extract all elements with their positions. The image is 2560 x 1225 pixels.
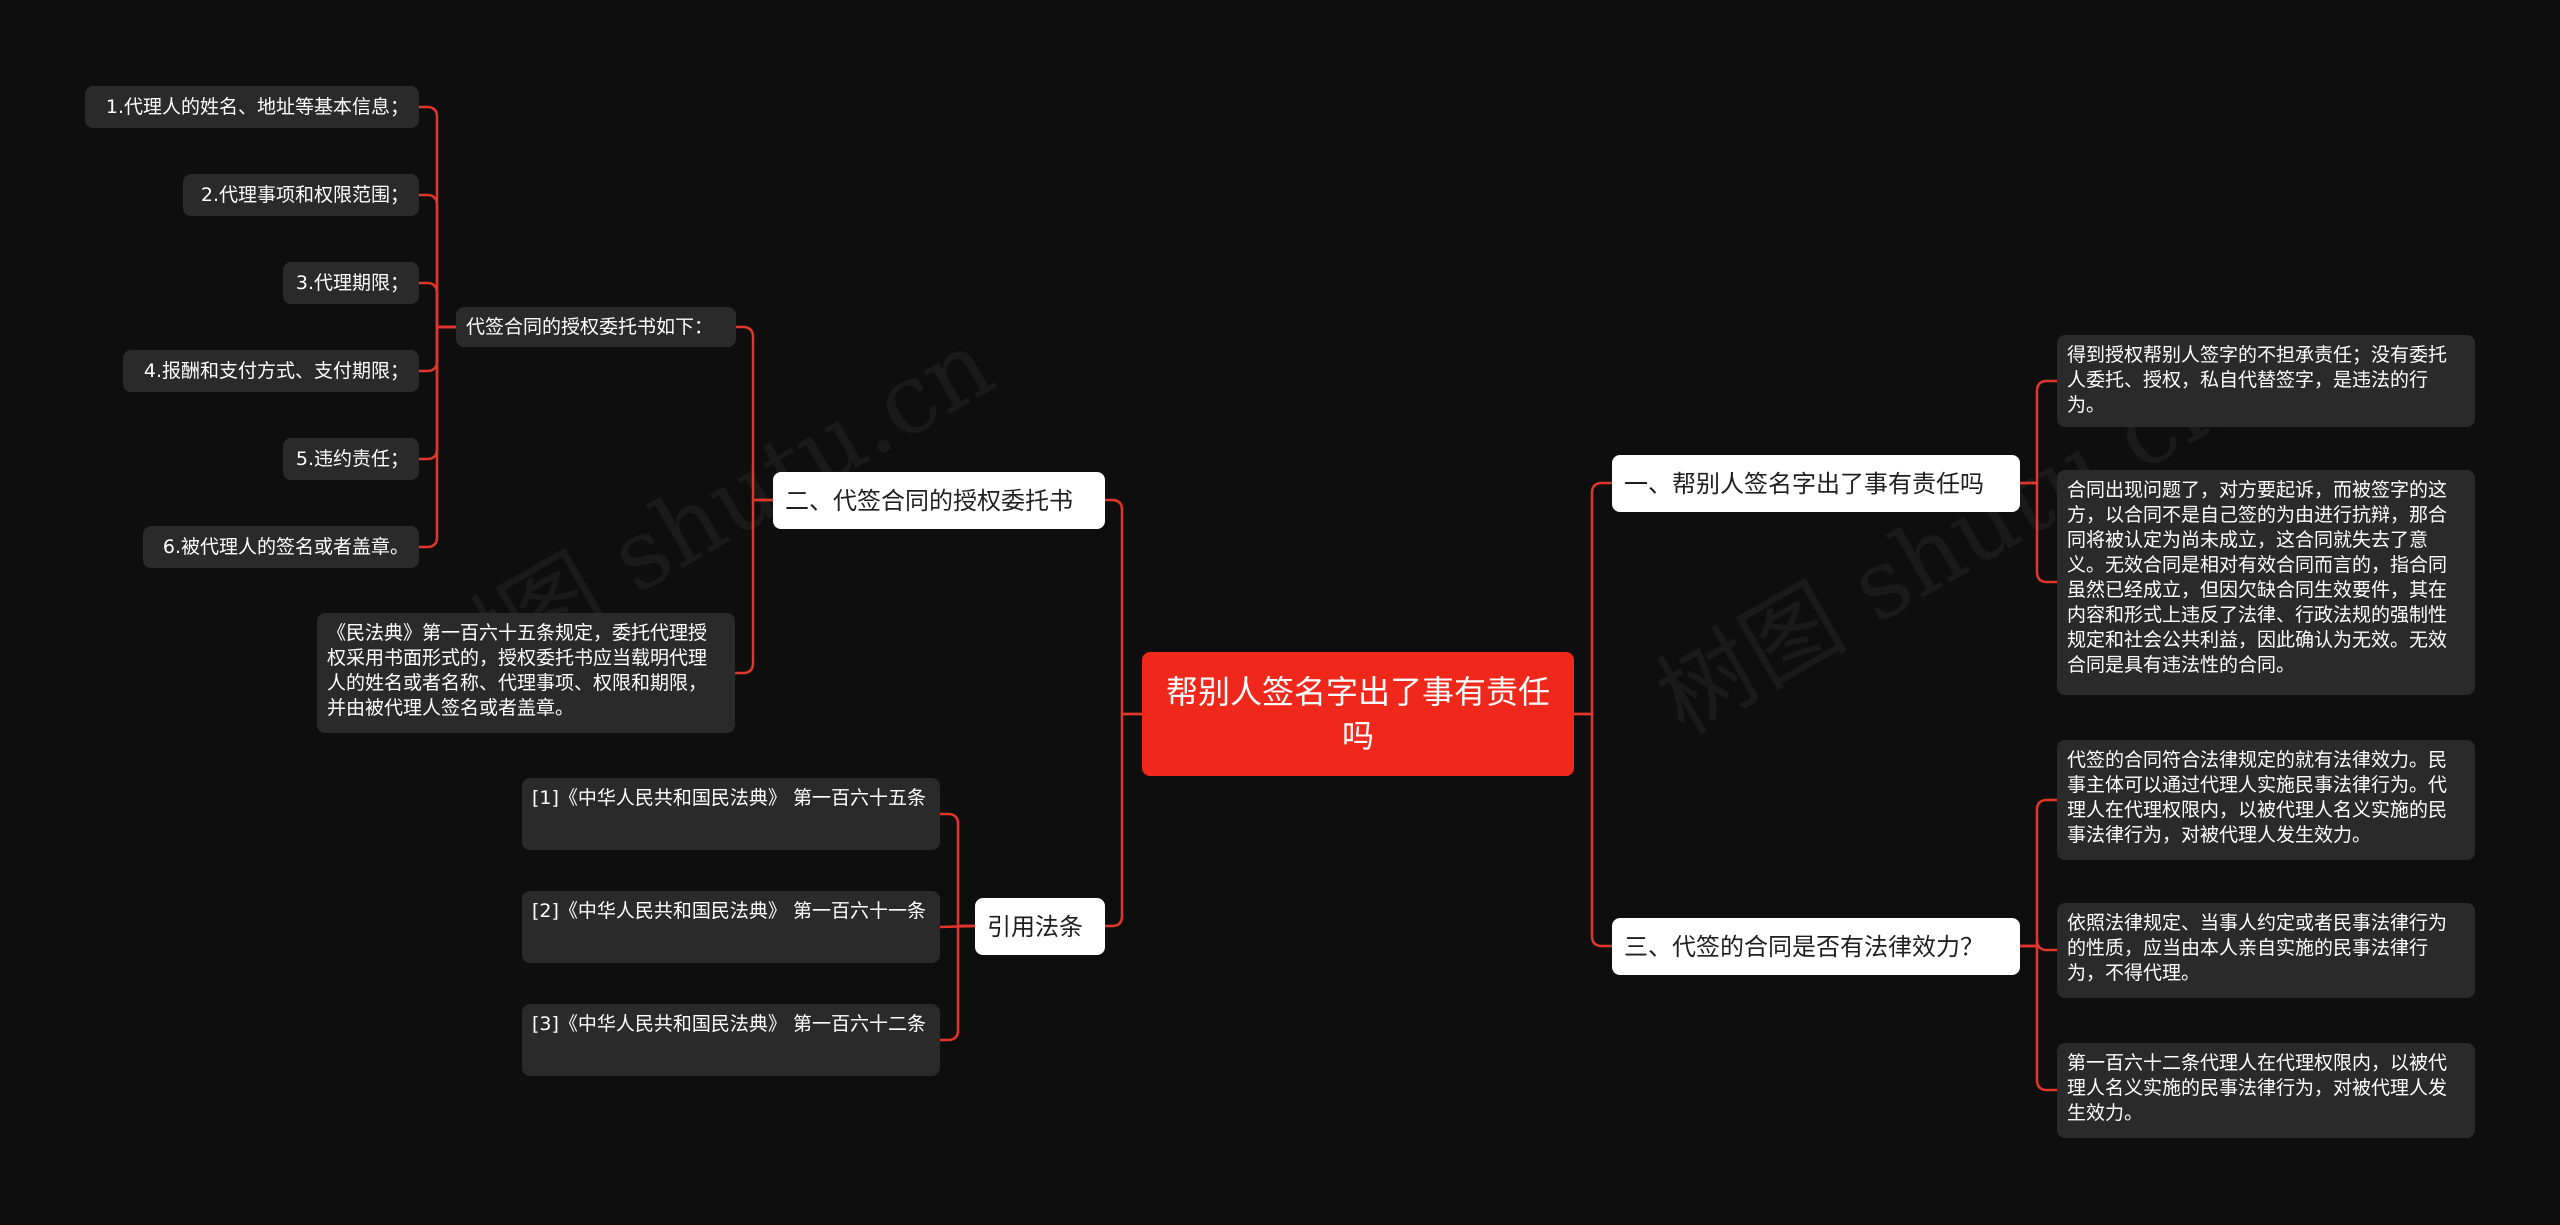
leaf-auth-item-3[interactable]: 3.代理期限； <box>283 262 419 304</box>
leaf-auth-item-6[interactable]: 6.被代理人的签名或者盖章。 <box>143 526 419 568</box>
edge-sub-item-6 <box>419 325 456 549</box>
edge-b4-cite3 <box>940 924 975 1042</box>
leaf-validity-2[interactable]: 依照法律规定、当事人约定或者民事法律行为的性质，应当由本人亲自实施的民事法律行为… <box>2057 903 2475 998</box>
edge-b4-cite2 <box>939 924 976 929</box>
edge-sub-item-2 <box>419 193 456 329</box>
edge-b3-leaf1 <box>2020 798 2057 948</box>
edge-b3-leaf3 <box>2020 944 2057 1092</box>
edge-sub-item-3 <box>419 281 456 329</box>
root-topic[interactable]: 帮别人签名字出了事有责任吗 <box>1142 652 1574 776</box>
edge-b3-leaf2 <box>2020 939 2057 952</box>
leaf-responsibility-2[interactable]: 合同出现问题了，对方要起诉，而被签字的这方，以合同不是自己签的为由进行抗辩，那合… <box>2057 470 2475 695</box>
branch-responsibility[interactable]: 一、帮别人签名字出了事有责任吗 <box>1612 455 2020 512</box>
branch-authorization[interactable]: 二、代签合同的授权委托书 <box>773 472 1105 529</box>
leaf-citation-1[interactable]: [1]《中华人民共和国民法典》 第一百六十五条 <box>522 778 940 850</box>
leaf-auth-item-5[interactable]: 5.违约责任； <box>283 438 419 480</box>
edge-root-b1 <box>1574 481 1612 716</box>
leaf-responsibility-1[interactable]: 得到授权帮别人签字的不担承责任；没有委托人委托、授权，私自代替签字，是违法的行为… <box>2057 335 2475 427</box>
edge-root-b2 <box>1105 498 1142 716</box>
edge-b4-cite1 <box>940 812 975 928</box>
edge-root-b3 <box>1574 712 1612 948</box>
branch-validity[interactable]: 三、代签的合同是否有法律效力？ <box>1612 918 2020 975</box>
edge-sub-item-4 <box>419 325 456 373</box>
leaf-validity-1[interactable]: 代签的合同符合法律规定的就有法律效力。民事主体可以通过代理人实施民事法律行为。代… <box>2057 740 2475 860</box>
branch-citations[interactable]: 引用法条 <box>975 898 1105 955</box>
leaf-citation-2[interactable]: [2]《中华人民共和国民法典》 第一百六十一条 <box>522 891 940 963</box>
leaf-auth-note[interactable]: 《民法典》第一百六十五条规定，委托代理授权采用书面形式的，授权委托书应当载明代理… <box>317 613 735 733</box>
leaf-citation-3[interactable]: [3]《中华人民共和国民法典》 第一百六十二条 <box>522 1004 940 1076</box>
sub-authorization-letter[interactable]: 代签合同的授权委托书如下： <box>456 307 736 347</box>
leaf-auth-item-1[interactable]: 1.代理人的姓名、地址等基本信息； <box>85 86 419 128</box>
leaf-auth-item-4[interactable]: 4.报酬和支付方式、支付期限； <box>123 350 419 392</box>
leaf-auth-item-2[interactable]: 2.代理事项和权限范围； <box>183 174 419 216</box>
edge-root-b4 <box>1105 712 1142 928</box>
edge-sub-item-5 <box>419 325 456 461</box>
edge-sub-item-1 <box>419 105 456 329</box>
leaf-validity-3[interactable]: 第一百六十二条代理人在代理权限内，以被代理人名义实施的民事法律行为，对被代理人发… <box>2057 1043 2475 1138</box>
